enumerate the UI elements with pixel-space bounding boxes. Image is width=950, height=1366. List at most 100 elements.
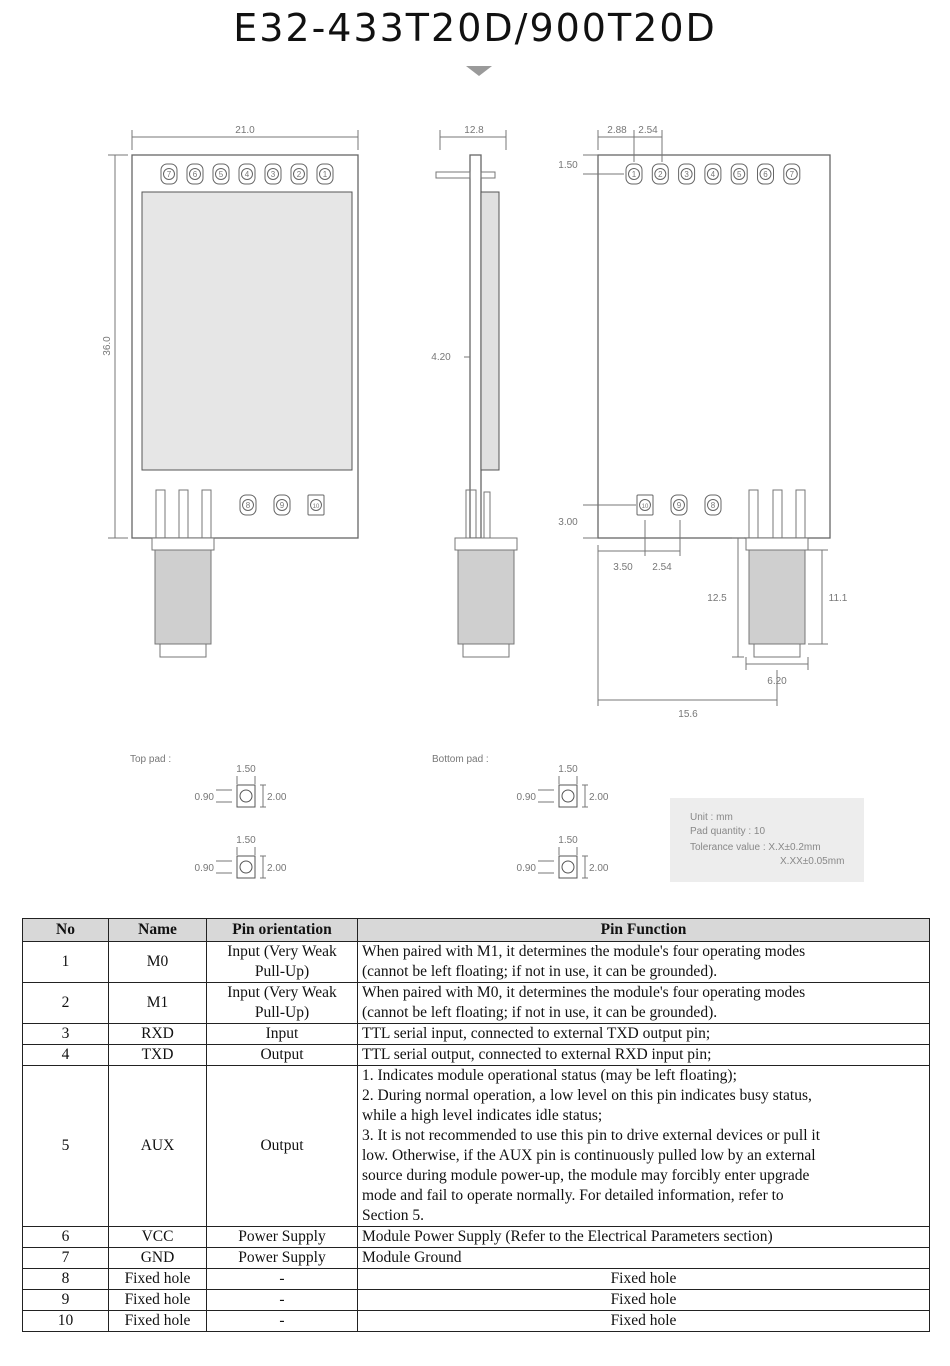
pin-no: 9 [22,1289,109,1311]
front-pin-7: 7 [160,163,178,185]
function-line: source during module power-up, the modul… [362,1167,810,1184]
pin-number: 5 [219,170,224,179]
front-pin-3: 3 [264,163,282,185]
dim-pitch-b: 2.54 [638,125,658,136]
pin-function: 1. Indicates module operational status (… [357,1065,930,1227]
back-pin-6: 6 [757,163,774,185]
function-line: low. Otherwise, if the AUX pin is contin… [362,1147,816,1164]
function-line: (cannot be left floating; if not in use,… [362,1004,718,1021]
pin-name: Fixed hole [108,1310,207,1332]
pin-no: 8 [22,1268,109,1290]
chevron-down-icon [466,66,492,76]
orientation-line: Input [265,1025,299,1042]
back-pin-3: 3 [678,163,696,185]
pin-table-header: No Name Pin orientation Pin Function [22,918,930,942]
top-a-pad-width: 1.50 [236,764,256,775]
page-title: E32-433T20D/900T20D [233,6,717,50]
pin-orientation: - [206,1268,358,1290]
unit-note: Unit : mm [690,812,733,823]
pin-number: 10 [642,504,649,510]
pin-number: 2 [297,170,302,179]
top-pad-label: Top pad : [130,754,171,765]
pin-function: Fixed hole [357,1289,930,1311]
pin-function: TTL serial input, connected to external … [357,1023,930,1045]
front-pin-5: 5 [212,163,230,185]
bottom-b-pad-gap: 0.90 [517,863,537,874]
pin-name: GND [108,1247,207,1269]
dim-side-offset: 4.20 [431,352,451,363]
function-line: Module Power Supply (Refer to the Electr… [362,1228,773,1245]
pin-orientation: - [206,1289,358,1311]
front-pin-4: 4 [238,163,256,185]
pin-number: 10 [313,504,320,510]
orientation-line: Power Supply [238,1228,326,1245]
pin-function: Fixed hole [357,1310,930,1332]
pin-number: 8 [711,501,716,510]
pin-no: 3 [22,1023,109,1045]
pin-number: 8 [246,501,251,510]
front-shield [141,191,353,471]
pin-no: 6 [22,1226,109,1248]
orientation-line: Output [260,1046,304,1063]
pin-no: 5 [22,1065,109,1227]
dim-hole-x: 3.50 [613,562,633,573]
header-function: Pin Function [357,918,930,942]
function-line: 3. It is not recommended to use this pin… [362,1127,821,1144]
back-hole-8: 8 [704,494,722,516]
bottom-a-pad-gap: 0.90 [517,792,537,803]
orientation-line: - [279,1291,285,1308]
dim-width-front: 21.0 [235,125,255,136]
pin-number: 2 [658,170,663,179]
pin-number: 6 [763,170,768,179]
bottom-b-pad-width: 1.50 [558,835,578,846]
bottom-pad-label: Bottom pad : [432,754,489,765]
pin-function: When paired with M1, it determines the m… [357,941,930,983]
pin-name: VCC [108,1226,207,1248]
pin-name: Fixed hole [108,1268,207,1290]
orientation-line: Output [260,1137,304,1154]
pin-name: RXD [108,1023,207,1045]
back-hole-10: 10 [636,494,654,516]
dim-antenna-body: 11.1 [829,593,848,604]
pin-function: Module Power Supply (Refer to the Electr… [357,1226,930,1248]
front-pin-1: 1 [316,163,334,185]
front-pin-2: 2 [290,163,308,185]
header-no: No [22,918,109,942]
function-line: 2. During normal operation, a low level … [362,1087,812,1104]
function-line: Section 5. [362,1207,424,1224]
orientation-line: Pull-Up) [254,1004,310,1021]
back-pin-7: 7 [783,163,801,185]
front-hole-10: 10 [307,494,325,516]
pad-diagrams [216,776,588,879]
pin-no: 2 [22,982,109,1024]
pin-name: M0 [108,941,207,983]
function-line: Fixed hole [610,1270,677,1287]
pin-orientation: - [206,1310,358,1332]
pin-function: TTL serial output, connected to external… [357,1044,930,1066]
pin-no: 4 [22,1044,109,1066]
orientation-line: - [279,1312,285,1329]
back-pin-1: 1 [625,163,643,185]
front-pin-6: 6 [186,163,204,185]
pin-orientation: Power Supply [206,1226,358,1248]
function-line: 1. Indicates module operational status (… [362,1067,737,1084]
pin-number: 5 [737,170,742,179]
dim-height-front: 36.0 [102,336,113,356]
orientation-line: Power Supply [238,1249,326,1266]
function-line: TTL serial output, connected to external… [362,1046,712,1063]
pin-number: 9 [280,501,285,510]
dim-top-margin: 1.50 [558,160,578,171]
pin-orientation: Output [206,1044,358,1066]
pin-no: 10 [22,1310,109,1332]
back-hole-9: 9 [670,494,688,516]
function-line: When paired with M1, it determines the m… [362,943,806,960]
dim-antenna-offset: 15.6 [678,709,698,720]
orientation-line: Pull-Up) [254,963,310,980]
